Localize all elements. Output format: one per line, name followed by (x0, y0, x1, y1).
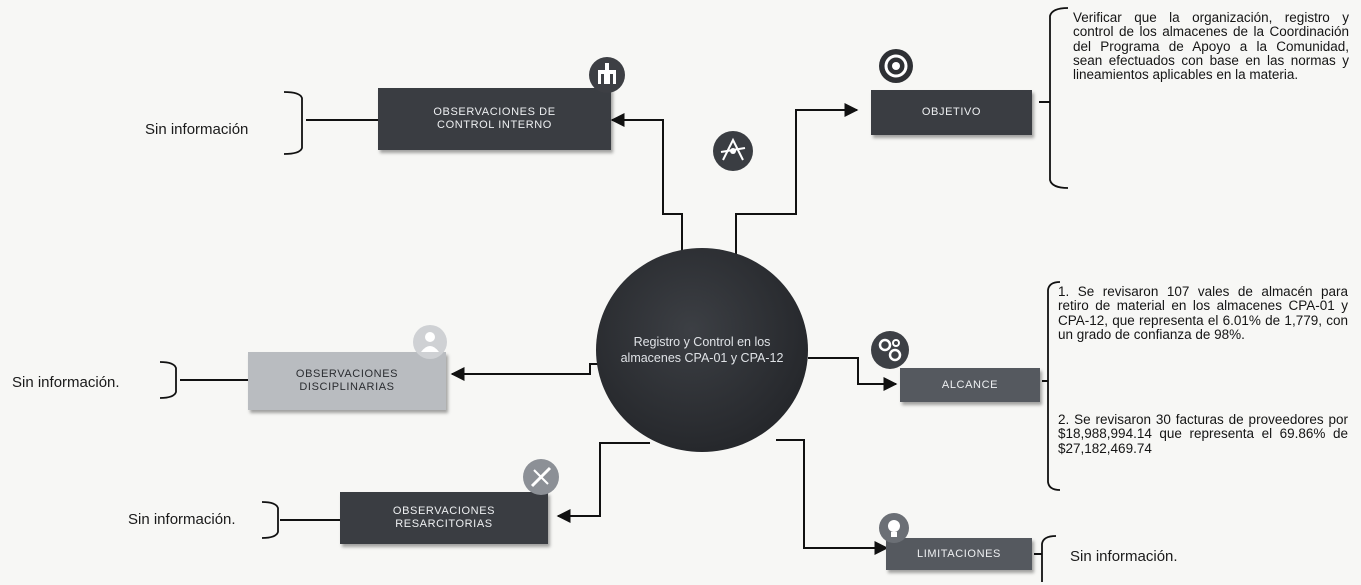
tools-icon (522, 458, 560, 501)
alcance-item-2: 2. Se revisaron 30 facturas de proveedor… (1058, 412, 1348, 456)
disciplinarias-label: OBSERVACIONES DISCIPLINARIAS (295, 368, 399, 393)
control-interno-info: Sin información (145, 121, 249, 138)
limitaciones-box: LIMITACIONES (886, 538, 1032, 570)
center-node: Registro y Control en los almacenes CPA-… (596, 248, 808, 452)
resarcitorias-info: Sin información. (128, 511, 236, 528)
objetivo-box: OBJETIVO (871, 90, 1032, 135)
alcance-label: ALCANCE (941, 378, 999, 391)
objetivo-text: Verificar que la organización, registro … (1073, 10, 1349, 83)
center-label: Registro y Control en los almacenes CPA-… (620, 335, 784, 365)
building-icon (588, 56, 626, 99)
alcance-box: ALCANCE (900, 368, 1040, 402)
gears-icon (870, 330, 910, 375)
control-interno-box: OBSERVACIONES DE CONTROL INTERNO (378, 88, 611, 150)
alcance-item-1: 1. Se revisaron 107 vales de almacén par… (1058, 284, 1348, 342)
control-interno-label: OBSERVACIONES DE CONTROL INTERNO (433, 106, 556, 131)
disciplinarias-info: Sin información. (12, 374, 120, 391)
people-icon (412, 324, 448, 365)
disciplinarias-box: OBSERVACIONES DISCIPLINARIAS (248, 352, 446, 410)
resarcitorias-label: OBSERVACIONES RESARCITORIAS (392, 505, 496, 530)
resarcitorias-box: OBSERVACIONES RESARCITORIAS (340, 492, 548, 544)
scale-icon (712, 130, 754, 177)
limitaciones-info: Sin información. (1070, 548, 1178, 565)
objetivo-label: OBJETIVO (921, 106, 982, 118)
limitaciones-label: LIMITACIONES (916, 547, 1001, 560)
target-icon (878, 48, 914, 89)
lightbulb-icon (878, 512, 910, 549)
